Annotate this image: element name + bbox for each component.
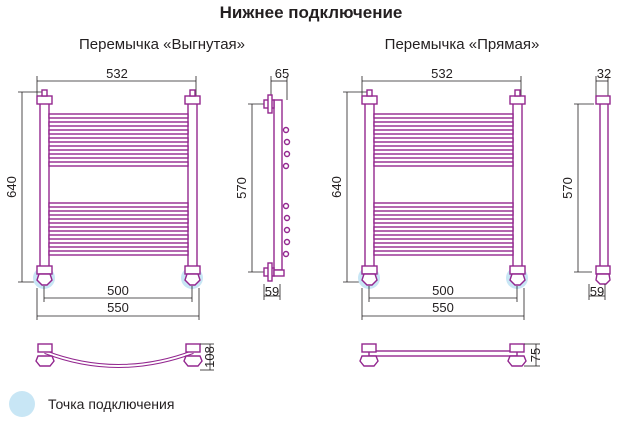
legend-connection-swatch (9, 391, 35, 417)
side-pipe (599, 99, 609, 271)
dim-top-depth: 75 (528, 348, 543, 362)
dim-height: 640 (329, 176, 344, 198)
dim-top-depth: 108 (202, 346, 217, 368)
legend-label: Точка подключения (48, 396, 174, 412)
page-title: Нижнее подключение (220, 3, 403, 22)
right-side-view: 32 570 59 (560, 66, 611, 300)
dim-side-axis-height: 570 (560, 177, 575, 199)
right-top-view: 75 (359, 343, 543, 367)
straight-bridge (368, 350, 518, 357)
dim-side-depth: 65 (275, 66, 289, 81)
left-front-view: 532 640 (4, 66, 203, 320)
rungs-upper (373, 113, 514, 167)
left-top-view: 108 (35, 343, 217, 371)
dim-overall: 550 (107, 300, 129, 315)
dim-axis: 500 (107, 283, 129, 298)
side-pipe (273, 99, 283, 271)
dim-side-offset: 59 (265, 284, 279, 299)
side-rung-stubs (282, 126, 291, 258)
rungs-lower (48, 202, 189, 256)
right-pipe (512, 102, 523, 268)
dim-width-top: 532 (106, 66, 128, 81)
rungs-upper (48, 113, 189, 167)
right-subtitle: Перемычка «Прямая» (385, 36, 540, 53)
dim-axis: 500 (432, 283, 454, 298)
right-front-view: 532 640 (329, 66, 528, 320)
top-left-fitting (36, 95, 53, 105)
left-subtitle: Перемычка «Выгнутая» (79, 36, 245, 53)
dim-width-top: 532 (431, 66, 453, 81)
dim-overall: 550 (432, 300, 454, 315)
dim-side-axis-height: 570 (234, 177, 249, 199)
left-pipe (39, 102, 50, 268)
dim-side-depth: 32 (597, 66, 611, 81)
dim-side-offset: 59 (590, 284, 604, 299)
top-right-fitting (184, 95, 201, 105)
right-pipe (187, 102, 198, 268)
left-side-view: 65 570 59 (234, 66, 291, 300)
legend: Точка подключения (9, 391, 174, 417)
left-pipe (364, 102, 375, 268)
rungs-lower (373, 202, 514, 256)
dim-height: 640 (4, 176, 19, 198)
